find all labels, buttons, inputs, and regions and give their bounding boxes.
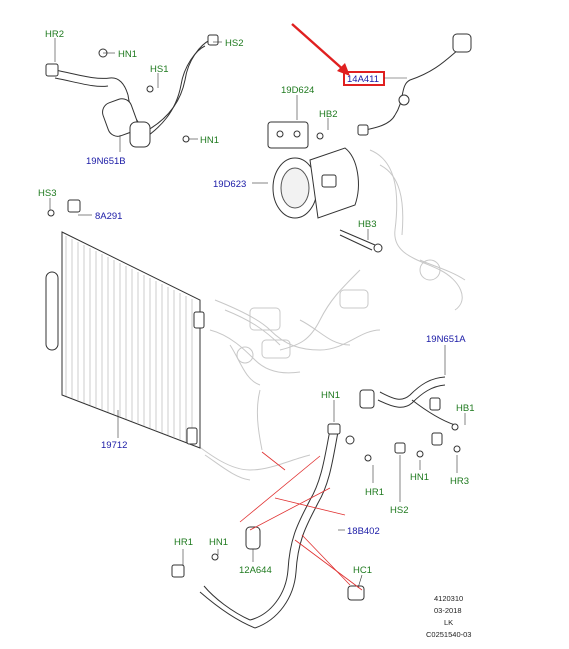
condenser xyxy=(45,199,205,449)
label-hr1-mid: HR1 xyxy=(365,487,384,498)
label-hn1-top: HN1 xyxy=(118,49,137,60)
compressor xyxy=(267,121,383,253)
pressure-hose-assembly xyxy=(359,376,461,453)
liquid-line xyxy=(171,423,424,629)
footer-date: 03-2018 xyxy=(434,606,462,615)
highlight-box xyxy=(343,71,385,86)
label-14a411: 14A411 xyxy=(347,74,379,85)
label-hs2-top: HS2 xyxy=(225,38,243,49)
footer-reference: 4120310 03-2018 LK C0251540-03 xyxy=(426,594,471,639)
red-guides xyxy=(239,451,363,591)
label-19n651a: 19N651A xyxy=(426,334,466,345)
label-hs2-lower: HS2 xyxy=(390,505,408,516)
callout-labels: HR2 HN1 HS2 HS1 HN1 19N651B HS3 8A291 14… xyxy=(38,29,474,576)
label-hb3: HB3 xyxy=(358,219,376,230)
label-19712: 19712 xyxy=(101,440,127,451)
suction-hose-assembly xyxy=(45,34,219,148)
label-19d624: 19D624 xyxy=(281,85,314,96)
footer-code: C0251540-03 xyxy=(426,630,471,639)
label-hb1: HB1 xyxy=(456,403,474,414)
red-pointer-arrow xyxy=(291,23,350,76)
label-hs1: HS1 xyxy=(150,64,168,75)
label-hr3: HR3 xyxy=(450,476,469,487)
label-12a644: 12A644 xyxy=(239,565,272,576)
label-hr1-low: HR1 xyxy=(174,537,193,548)
label-hc1: HC1 xyxy=(353,565,372,576)
label-hs3: HS3 xyxy=(38,188,56,199)
label-hn1-upper2: HN1 xyxy=(200,135,219,146)
footer-ref: 4120310 xyxy=(434,594,463,603)
label-hn1-low: HN1 xyxy=(209,537,228,548)
label-hr2: HR2 xyxy=(45,29,64,40)
label-hn1-right: HN1 xyxy=(410,472,429,483)
label-8a291: 8A291 xyxy=(95,211,122,222)
label-hb2: HB2 xyxy=(319,109,337,120)
label-18b402: 18B402 xyxy=(347,526,380,537)
footer-region: LK xyxy=(444,618,453,627)
label-hn1-mid: HN1 xyxy=(321,390,340,401)
label-19d623: 19D623 xyxy=(213,179,246,190)
wiring-harness xyxy=(357,33,472,136)
leader-lines xyxy=(49,38,466,589)
label-19n651b: 19N651B xyxy=(86,156,126,167)
ghost-assembly xyxy=(189,149,466,481)
